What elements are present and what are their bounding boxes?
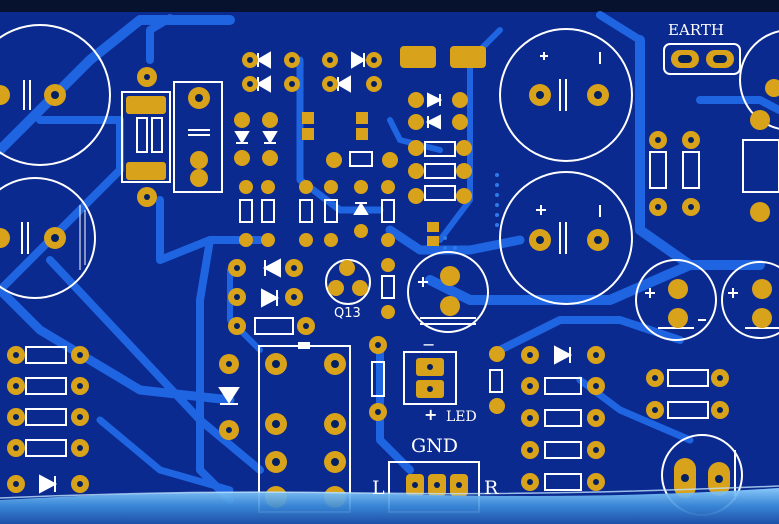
capacitor-large-top-right <box>499 28 633 162</box>
led-plus-label: + <box>424 405 437 424</box>
led-minus-label: − <box>422 335 435 354</box>
pin-markers <box>298 342 310 349</box>
capacitor-large-far-right <box>739 30 779 130</box>
left-channel-label: L <box>372 477 385 499</box>
diode-symbols <box>39 51 573 494</box>
capacitor-large-mid-right <box>499 171 633 305</box>
capacitor-large-mid-left <box>0 177 96 299</box>
via-row <box>443 173 499 250</box>
capacitor-medium-c1 <box>635 259 717 341</box>
board-reflection <box>0 488 779 524</box>
earth-label: EARTH <box>668 21 724 39</box>
reflection-highlight <box>0 485 779 499</box>
right-channel-label: R <box>484 477 499 499</box>
q13-label: Q13 <box>334 306 361 321</box>
gnd-label: GND <box>411 435 458 457</box>
led-label: LED <box>446 409 477 425</box>
top-edge <box>0 0 779 12</box>
capacitor-medium-c3 <box>407 251 489 333</box>
resistor-boxes <box>25 141 709 491</box>
capacitor-large-top-left <box>0 24 111 166</box>
solder-pads <box>0 46 779 508</box>
